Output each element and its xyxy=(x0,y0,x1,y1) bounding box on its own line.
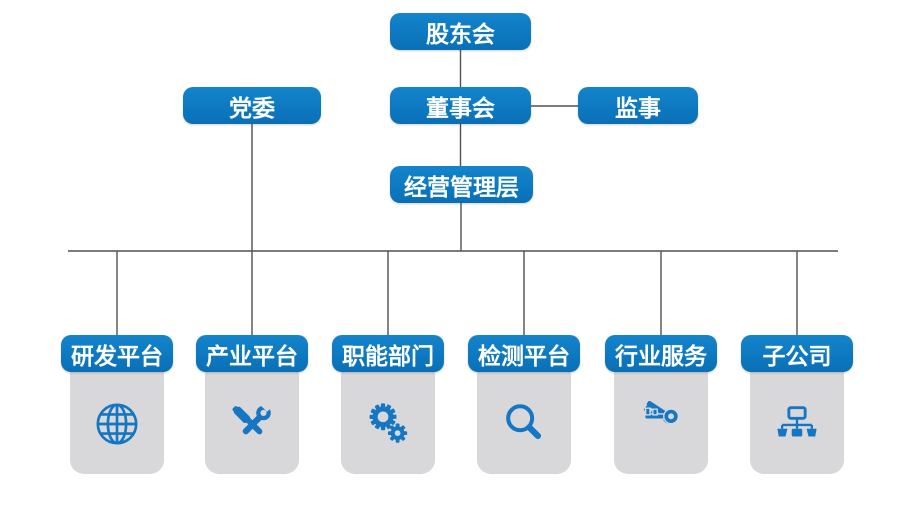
keys-icon xyxy=(643,401,680,428)
node-supervisor: 监事 xyxy=(578,87,698,124)
hammer-wrench-icon xyxy=(232,401,273,435)
magnifier-icon xyxy=(506,404,542,440)
dept-card-industry xyxy=(205,352,299,474)
node-dept-subsidiary: 子公司 xyxy=(741,335,853,372)
dept-card-subsidiary xyxy=(750,352,844,474)
dept-card-services xyxy=(614,352,708,474)
node-management: 经营管理层 xyxy=(390,166,533,203)
node-dept-industry-platform: 产业平台 xyxy=(196,335,308,372)
node-dept-functional: 职能部门 xyxy=(332,335,444,372)
dept-card-testing xyxy=(477,352,571,474)
node-dept-testing-platform: 检测平台 xyxy=(468,335,580,372)
sitemap-icon xyxy=(777,406,817,437)
dept-card-functional xyxy=(341,352,435,474)
node-shareholders: 股东会 xyxy=(390,13,531,50)
gears-icon xyxy=(369,403,408,443)
node-dept-rnd-platform: 研发平台 xyxy=(61,335,173,372)
globe-icon xyxy=(96,403,138,445)
node-party-committee: 党委 xyxy=(183,87,321,124)
dept-card-rnd xyxy=(70,352,164,474)
node-board: 董事会 xyxy=(390,87,531,124)
node-dept-industry-services: 行业服务 xyxy=(605,335,717,372)
